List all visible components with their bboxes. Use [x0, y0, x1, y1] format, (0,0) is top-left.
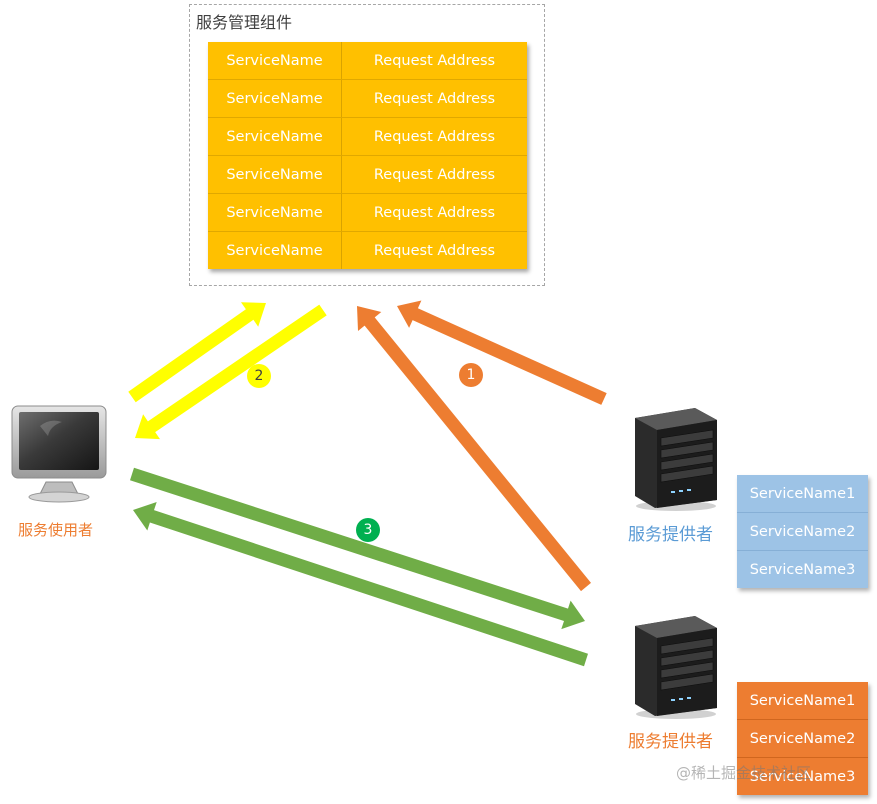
service-name: ServiceName2: [737, 719, 868, 758]
request-address-cell: Request Address: [341, 117, 527, 156]
consumer-label: 服务使用者: [18, 521, 94, 539]
provider-label-bottom: 服务提供者: [628, 732, 713, 752]
service-name: ServiceName3: [737, 550, 868, 588]
computer-monitor-icon: [11, 405, 107, 503]
service-name-cell: ServiceName: [208, 193, 342, 232]
provider-label-top: 服务提供者: [628, 525, 713, 545]
register-arrow-bottom-provider: [357, 306, 591, 592]
lookup-request-arrow: [128, 302, 266, 403]
registry-component-box: [189, 4, 545, 286]
service-name: ServiceName2: [737, 512, 868, 551]
service-name: ServiceName1: [737, 475, 868, 513]
lookup-response-arrow: [135, 304, 327, 440]
service-name-cell: ServiceName: [208, 117, 342, 156]
service-name-cell: ServiceName: [208, 231, 342, 269]
service-list-item: ServiceName3: [737, 550, 868, 588]
service-list-item: ServiceName3: [737, 757, 868, 795]
step-badge-3: 3: [356, 518, 380, 542]
service-list-item: ServiceName1: [737, 475, 868, 513]
service-list-item: ServiceName2: [737, 719, 868, 758]
service-name: ServiceName3: [737, 757, 868, 795]
service-name-cell: ServiceName: [208, 42, 342, 80]
register-arrow-top-provider: [397, 300, 607, 405]
service-list-item: ServiceName1: [737, 682, 868, 720]
call-request-arrow: [130, 467, 585, 630]
request-address-cell: Request Address: [341, 42, 527, 80]
registry-title: 服务管理组件: [196, 13, 293, 32]
step-badge-1: 1: [459, 363, 483, 387]
server-icon: [635, 616, 717, 719]
service-name-cell: ServiceName: [208, 79, 342, 118]
request-address-cell: Request Address: [341, 193, 527, 232]
request-address-cell: Request Address: [341, 155, 527, 194]
request-address-cell: Request Address: [341, 231, 527, 269]
service-name: ServiceName1: [737, 682, 868, 720]
service-list-item: ServiceName2: [737, 512, 868, 551]
step-badge-2: 2: [247, 364, 271, 388]
call-response-arrow: [133, 502, 588, 667]
service-name-cell: ServiceName: [208, 155, 342, 194]
server-icon: [635, 408, 717, 511]
request-address-cell: Request Address: [341, 79, 527, 118]
watermark: @稀土掘金技术社区: [676, 764, 812, 782]
